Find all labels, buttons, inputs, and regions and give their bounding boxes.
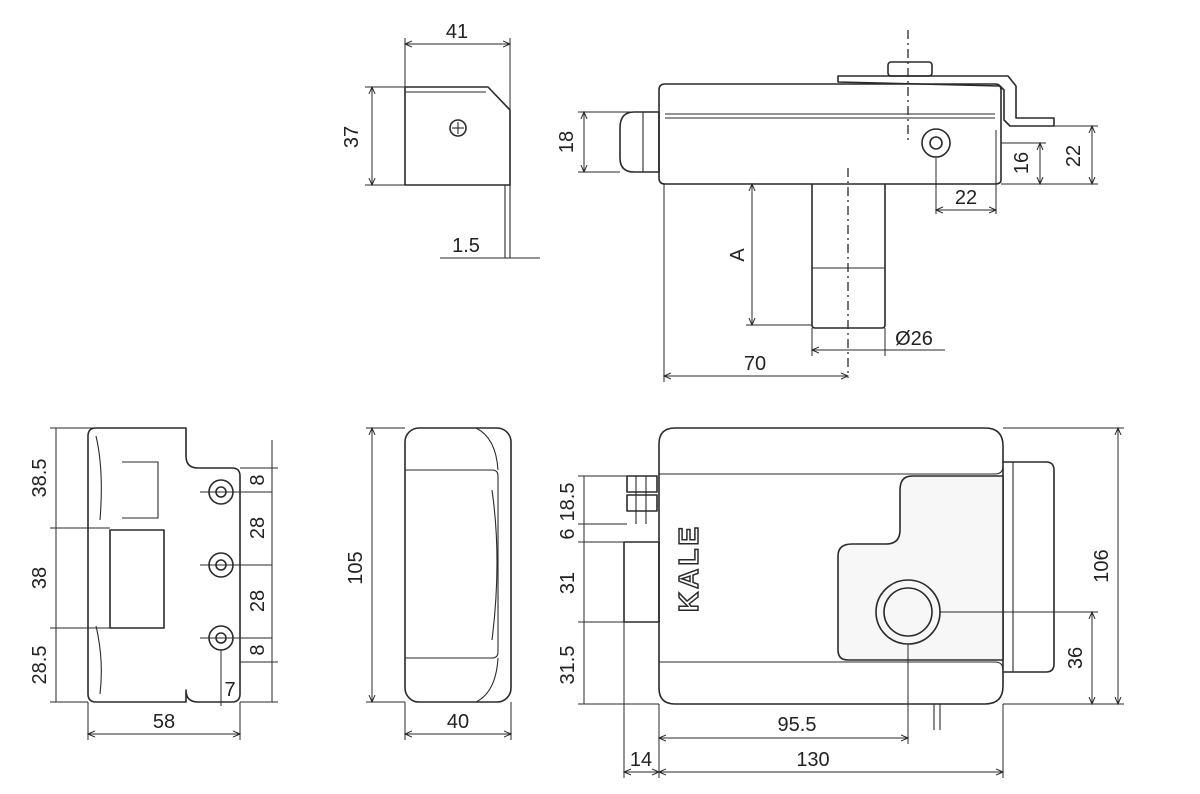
dim-front-bottom: 31.5 xyxy=(557,646,579,685)
dim-mount-offset: 22 xyxy=(955,187,977,209)
dim-strike-edge: 7 xyxy=(224,679,235,701)
dim-front-width: 130 xyxy=(796,749,829,771)
dim-front-offset: 14 xyxy=(630,749,652,771)
dim-body-height: 105 xyxy=(345,551,367,584)
dim-strike-hole-bottom: 8 xyxy=(247,644,269,655)
side-view: 41 37 1.5 xyxy=(341,21,540,259)
brand-logo: KALE xyxy=(673,524,704,612)
dim-bolt-position: 70 xyxy=(744,353,766,375)
dim-front-gap: 6 xyxy=(557,528,579,539)
body-side-view: 105 40 xyxy=(345,428,511,740)
dim-bolt-length: A xyxy=(727,248,749,262)
dim-plate-thickness: 1.5 xyxy=(452,235,480,257)
screw-icon xyxy=(921,128,951,158)
dim-strike-middle: 38 xyxy=(29,567,51,589)
dim-strike-pitch-2: 28 xyxy=(247,590,269,612)
dim-body-depth: 40 xyxy=(447,711,469,733)
strike-plate-view: 38.5 38 28.5 8 28 28 8 7 58 xyxy=(29,427,278,740)
dim-mount-height: 16 xyxy=(1011,152,1033,174)
dim-strike-pitch-1: 28 xyxy=(247,517,269,539)
dim-side-height: 37 xyxy=(341,126,363,148)
dim-bolt-diameter: Ø26 xyxy=(895,328,933,350)
dim-strike-width: 58 xyxy=(153,711,175,733)
front-view: KALE 18.5 6 31 31.5 106 36 95.5 14 130 xyxy=(557,428,1124,778)
dim-front-total-height: 106 xyxy=(1091,549,1113,582)
dim-bracket-height: 22 xyxy=(1063,145,1085,167)
dim-side-width: 41 xyxy=(446,21,468,43)
dim-front-bolt: 31 xyxy=(557,572,579,594)
dim-top-depth: 18 xyxy=(556,131,578,153)
dim-front-top: 18.5 xyxy=(557,483,579,522)
top-view: 18 22 16 22 A Ø26 70 xyxy=(556,30,1098,382)
dim-strike-hole-top: 8 xyxy=(247,474,269,485)
dim-cylinder-height: 36 xyxy=(1065,647,1087,669)
dim-cylinder-position: 95.5 xyxy=(778,714,817,736)
dim-strike-bottom: 28.5 xyxy=(29,646,51,685)
screw-icon xyxy=(449,119,467,137)
dim-strike-top: 38.5 xyxy=(29,459,51,498)
